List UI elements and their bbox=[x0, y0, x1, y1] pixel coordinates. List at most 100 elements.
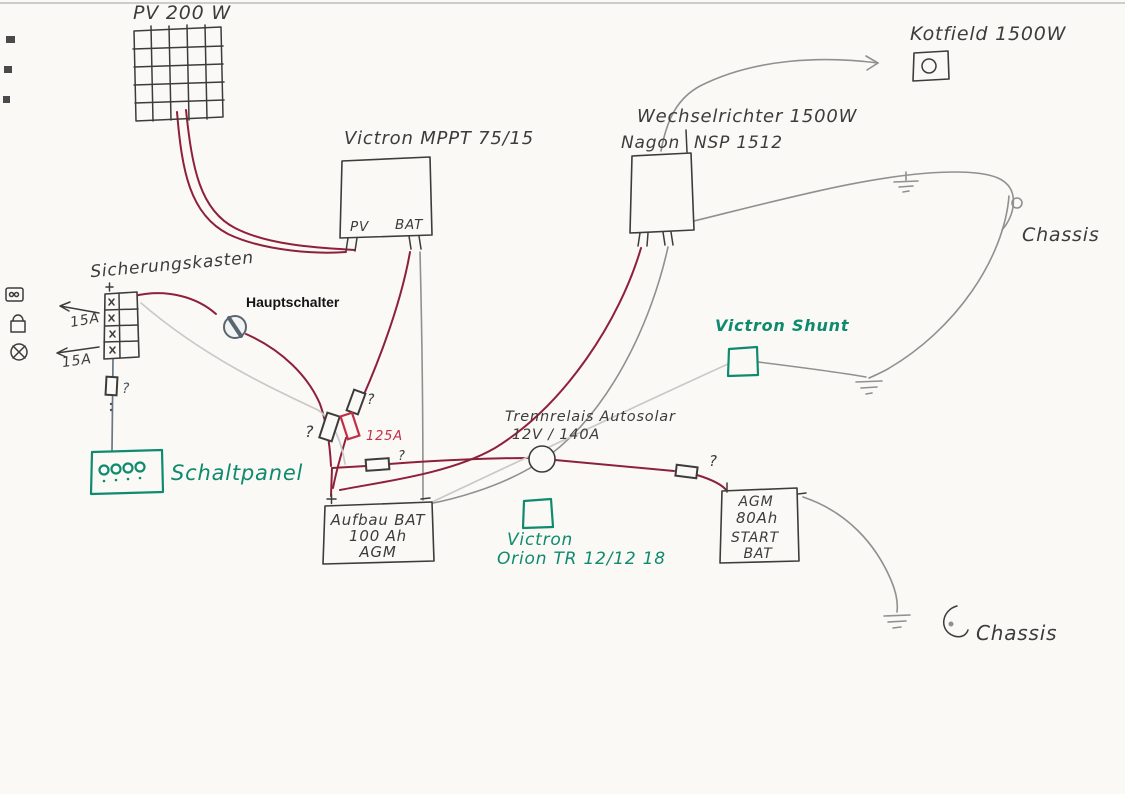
shunt-box bbox=[726, 345, 760, 378]
wire-pv-positive bbox=[176, 111, 347, 254]
chassis-top: Chassis bbox=[1011, 197, 1100, 246]
inverter-title: Wechselrichter 1500W bbox=[637, 106, 858, 127]
house-battery-plus-mark bbox=[326, 493, 337, 505]
wires bbox=[111, 55, 1015, 613]
fuses bbox=[104, 375, 699, 480]
fusebox: Sicherungskasten 15A 15A bbox=[56, 248, 255, 371]
chassis-bottom-label: Chassis bbox=[976, 621, 1057, 645]
starter-battery-name1: START bbox=[731, 530, 780, 546]
fusebox-x-marks bbox=[108, 298, 116, 354]
wire-chassis-to-ground-mid bbox=[868, 195, 1010, 379]
wire-pv-negative bbox=[185, 109, 356, 251]
crossed-circle-icon bbox=[10, 343, 28, 361]
house-battery-capacity: 100 Ah bbox=[349, 527, 407, 545]
kotfield-label: Kotfield 1500W bbox=[910, 23, 1067, 45]
inverter-terminal-ticks bbox=[637, 231, 674, 247]
wire-starter-to-ground bbox=[802, 496, 899, 613]
shunt-label: Victron Shunt bbox=[715, 316, 850, 335]
fusebox-arrow-lower bbox=[56, 346, 100, 358]
fuse-125a-label: 125A bbox=[366, 429, 403, 444]
pv-panel-grid-horizontal bbox=[132, 45, 225, 104]
schaltpanel-knob-icon bbox=[122, 462, 134, 474]
fuse-switch-line bbox=[318, 411, 341, 443]
schaltpanel-dot bbox=[114, 478, 118, 482]
crossed-circle-x-icon bbox=[12, 345, 26, 359]
ink-dot bbox=[109, 408, 113, 412]
house-battery-type: AGM bbox=[358, 543, 396, 561]
starter-battery-capacity: 80Ah bbox=[736, 509, 778, 527]
orion-model-label: Orion TR 12/12 18 bbox=[497, 549, 666, 569]
house-battery-name: Aufbau BAT bbox=[330, 511, 427, 529]
wire-battery-positive-drop bbox=[330, 467, 333, 497]
wire-inverter-to-chassis bbox=[693, 171, 1015, 231]
orion-box bbox=[521, 497, 555, 530]
mppt-box bbox=[339, 156, 433, 239]
wire-inverter-negative bbox=[427, 246, 669, 505]
scan-artifact bbox=[4, 66, 12, 73]
schaltpanel-dot bbox=[138, 476, 142, 480]
fuse-125a bbox=[339, 411, 361, 441]
mppt-controller: Victron MPPT 75/15 PV BAT bbox=[339, 128, 534, 252]
socket-pin-icon bbox=[8, 291, 15, 298]
inverter-box bbox=[629, 152, 695, 234]
starter-battery-box bbox=[719, 487, 800, 564]
main-switch-lever-icon bbox=[227, 316, 243, 338]
house-battery-box bbox=[322, 501, 435, 565]
kotfield: Kotfield 1500W bbox=[910, 23, 1067, 82]
inverter-brand: Nagon bbox=[621, 133, 680, 153]
fuse-bus-left bbox=[364, 457, 391, 472]
ground-symbol-top bbox=[893, 171, 919, 193]
pv-panel-frame bbox=[133, 26, 224, 122]
wire-bus-segment-4 bbox=[696, 474, 728, 492]
fusebox-rows bbox=[103, 292, 139, 359]
schaltpanel: Schaltpanel bbox=[89, 448, 303, 496]
question-mark-panel-fuse: ? bbox=[122, 381, 130, 397]
pv-panel-label: PV 200 W bbox=[133, 2, 231, 24]
mppt-terminal-ticks bbox=[345, 235, 422, 252]
wire-mppt-bat-positive-lower bbox=[332, 437, 347, 489]
relay-circle bbox=[528, 445, 556, 473]
schaltpanel-knob-icon bbox=[110, 463, 122, 475]
wire-shunt-to-battery-negative bbox=[429, 363, 729, 504]
kotfield-dial-icon bbox=[921, 58, 937, 74]
margin-icons bbox=[5, 287, 28, 361]
starter-battery: AGM 80Ah START BAT bbox=[719, 482, 807, 564]
wire-inverter-positive bbox=[339, 247, 642, 491]
chassis-connector-icon bbox=[1011, 197, 1023, 209]
pv-panel-grid-vertical bbox=[150, 24, 208, 122]
pv-panel: PV 200 W bbox=[132, 2, 231, 122]
chassis-connector-dot bbox=[948, 621, 954, 627]
victron-orion: Victron Orion TR 12/12 18 bbox=[497, 497, 666, 569]
starter-battery-type: AGM bbox=[738, 494, 774, 510]
mppt-terminal-pv-label: PV bbox=[350, 219, 370, 235]
ground-symbol-bottom bbox=[883, 614, 911, 629]
wire-inverter-to-kotfield bbox=[660, 58, 879, 152]
fuse-mppt-line bbox=[345, 388, 367, 416]
wire-mppt-bat-positive-upper bbox=[355, 251, 411, 413]
wire-bus-segment-3 bbox=[554, 459, 675, 472]
inverter: Wechselrichter 1500W Nagon NSP 1512 bbox=[621, 106, 858, 247]
chassis-top-label: Chassis bbox=[1022, 224, 1100, 246]
house-battery: Aufbau BAT 100 Ah AGM bbox=[322, 493, 435, 565]
starter-battery-name2: BAT bbox=[743, 546, 773, 562]
ground-symbols bbox=[855, 171, 919, 629]
kotfield-arrowhead bbox=[865, 55, 879, 71]
ink-dot bbox=[109, 402, 113, 406]
mppt-terminal-bat-label: BAT bbox=[395, 217, 424, 233]
relay-rating-label: 12V / 140A bbox=[512, 427, 600, 443]
wire-shunt-to-ground bbox=[757, 361, 867, 378]
chassis-hook-icon bbox=[943, 605, 969, 638]
fuse-bus-right bbox=[674, 463, 699, 480]
main-switch: Hauptschalter bbox=[223, 294, 340, 339]
wire-switch-to-battery bbox=[245, 333, 332, 467]
inverter-label-divider bbox=[685, 129, 688, 153]
schaltpanel-knob-icon bbox=[134, 461, 146, 473]
schaltpanel-label: Schaltpanel bbox=[171, 461, 303, 485]
ground-symbol-mid bbox=[855, 380, 883, 395]
fusebox-title: Sicherungskasten bbox=[90, 248, 255, 282]
schaltpanel-box bbox=[89, 448, 165, 496]
fuse-15a-upper-label: 15A bbox=[69, 310, 101, 331]
mppt-title: Victron MPPT 75/15 bbox=[344, 128, 534, 149]
socket-icon bbox=[5, 287, 24, 302]
